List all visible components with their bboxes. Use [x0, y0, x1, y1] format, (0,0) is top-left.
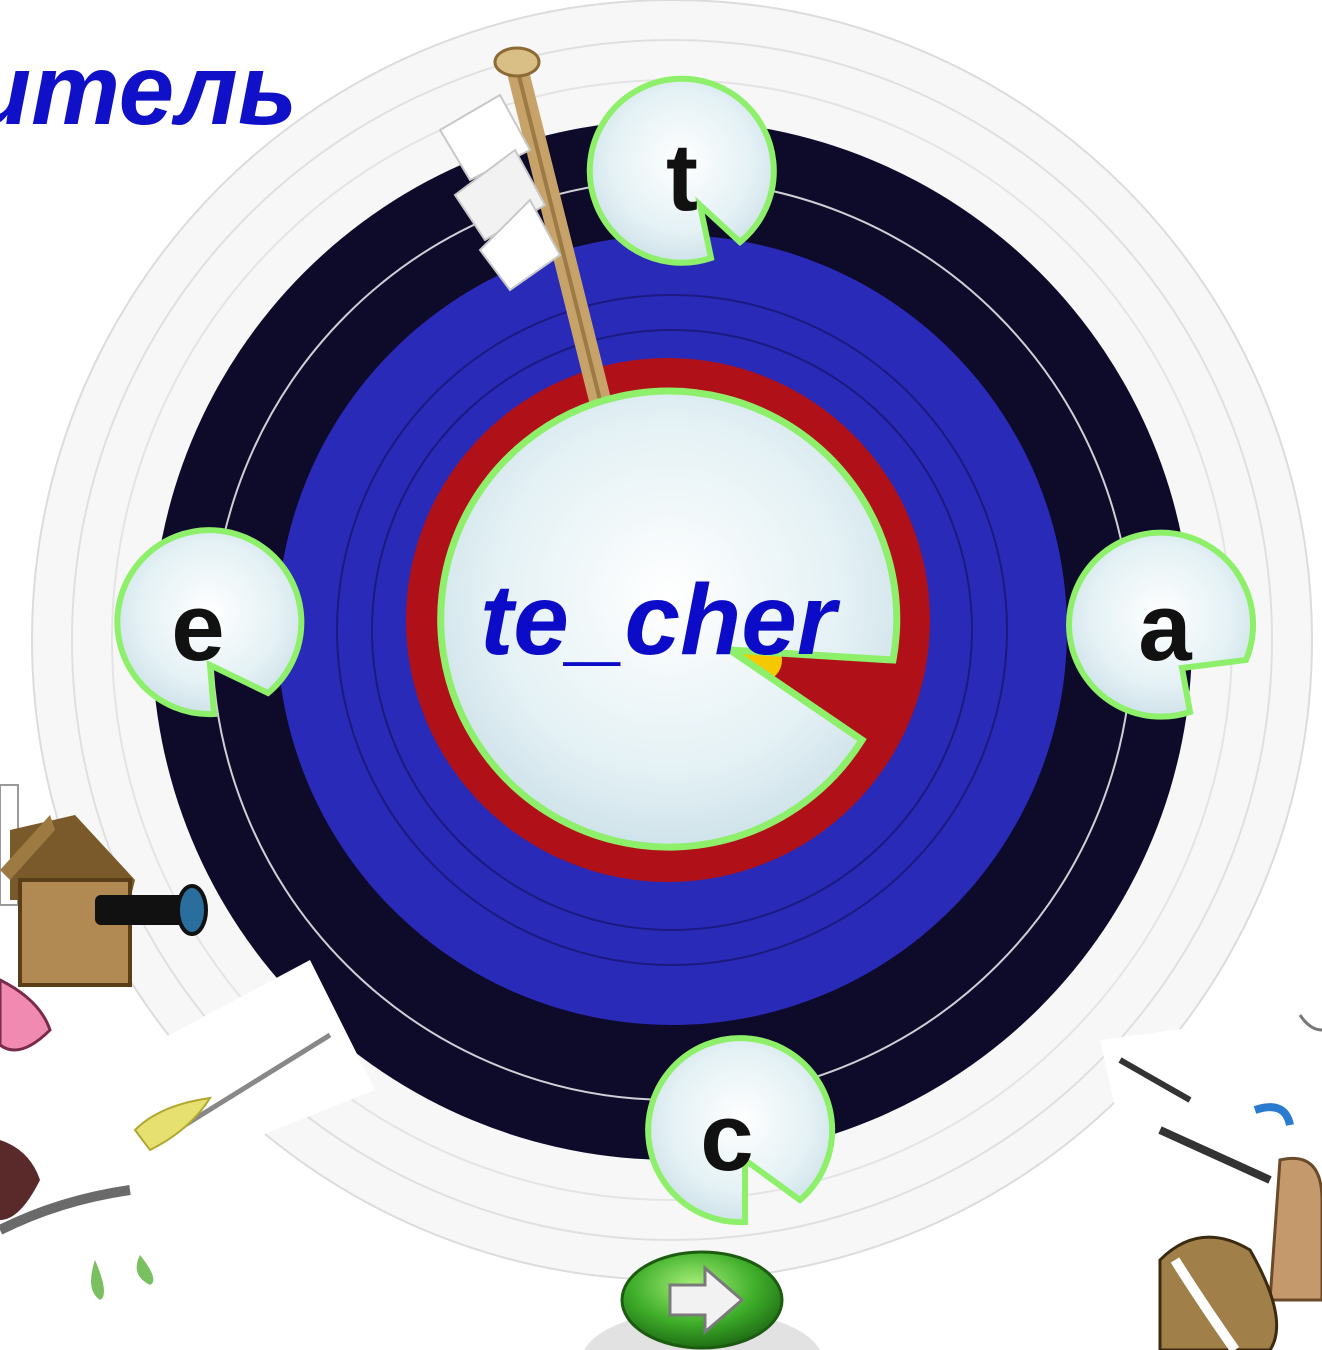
letter-bubble-c-shape: [645, 1035, 836, 1226]
dart-decoration: [133, 960, 375, 1152]
letter-bubble-e-shape: [114, 527, 305, 718]
letter-option-e[interactable]: e: [171, 574, 225, 681]
arrow-right-icon: [668, 1264, 745, 1336]
target-word: te_cher: [480, 564, 836, 676]
letter-bubble-a-shape: [1066, 529, 1256, 720]
letter-option-a[interactable]: a: [1138, 574, 1192, 681]
letter-bubble-t-shape: [586, 75, 777, 266]
letter-option-c[interactable]: c: [700, 1084, 754, 1191]
birdhouse-decoration: [0, 784, 208, 1300]
next-button[interactable]: [582, 1250, 822, 1350]
dart-thrower-decoration: [1100, 1010, 1322, 1350]
letter-option-t[interactable]: t: [666, 124, 698, 231]
arrow-icon: [438, 46, 611, 411]
word-bubble: [437, 387, 901, 851]
page-title: итель: [0, 34, 298, 146]
